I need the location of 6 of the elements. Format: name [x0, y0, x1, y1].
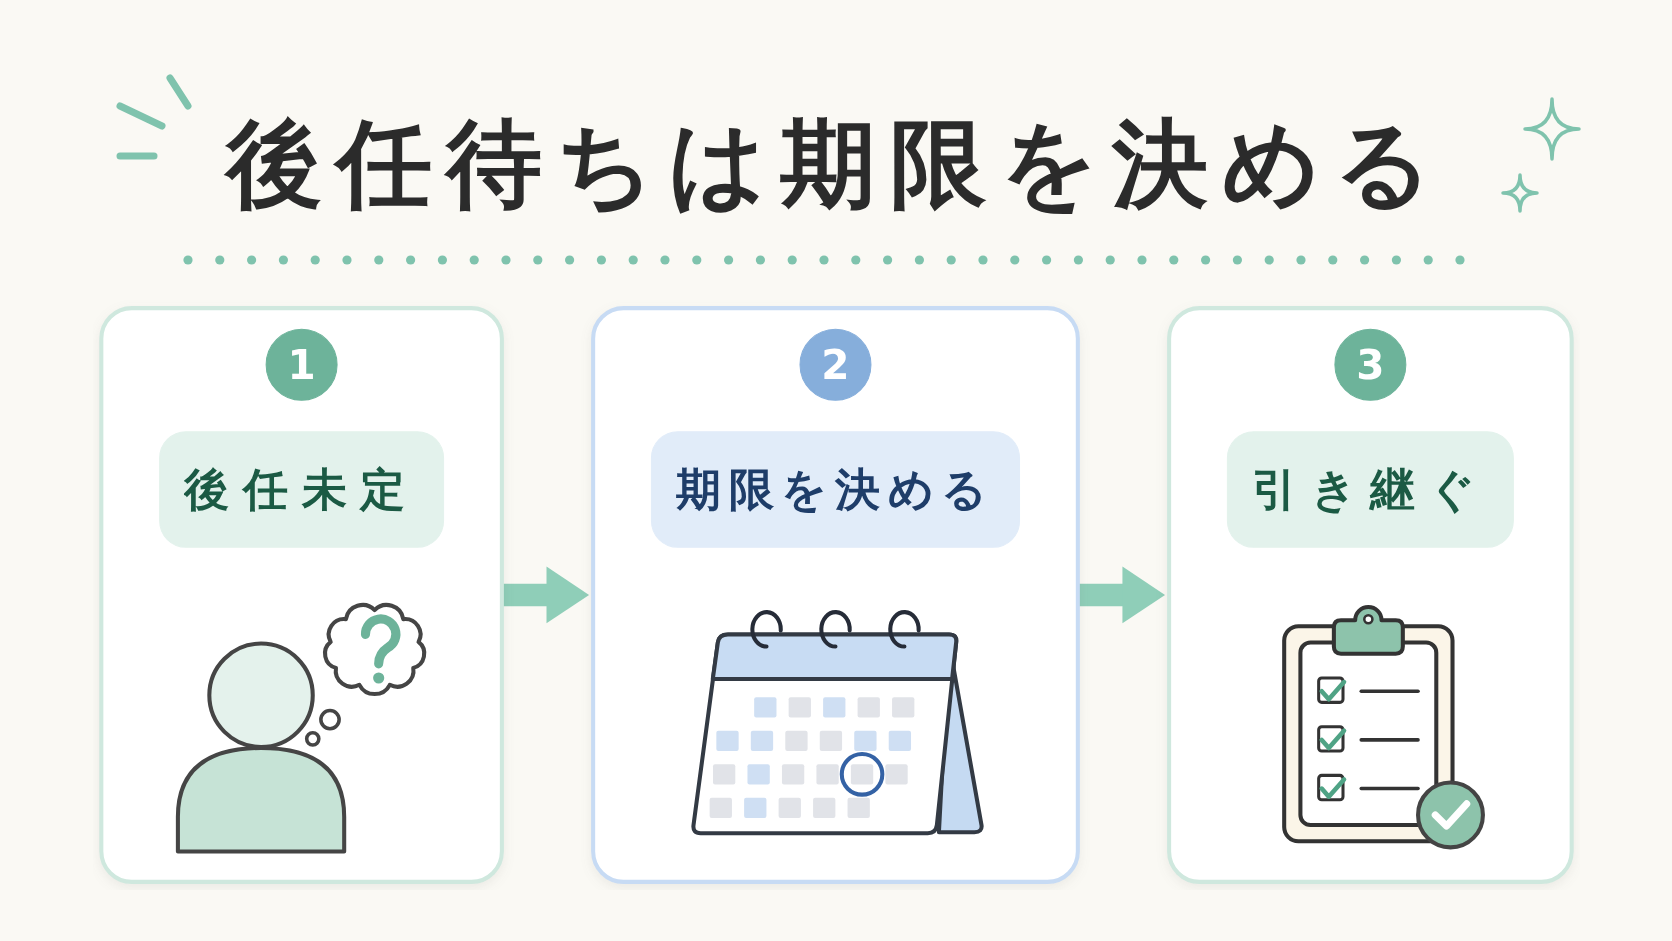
title: 後任待ちは期限を決める	[226, 107, 1446, 222]
step-label: 引き継ぐ	[1226, 431, 1514, 548]
step-number-circle: 2	[799, 328, 871, 401]
step-number-circle: 1	[265, 328, 338, 401]
step-number-circle: 3	[1333, 328, 1406, 401]
step-label: 期限を決める	[650, 431, 1020, 548]
